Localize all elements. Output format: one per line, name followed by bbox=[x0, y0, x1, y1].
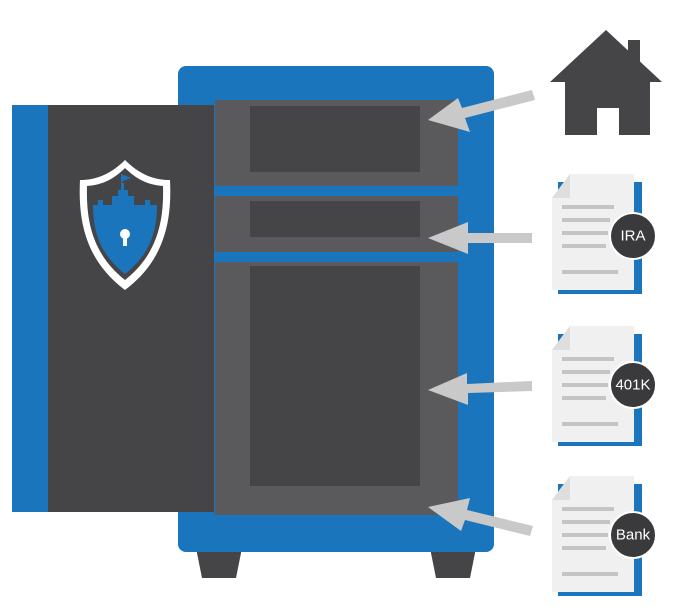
arrow-icon bbox=[428, 90, 535, 132]
arrow-icon bbox=[428, 373, 532, 405]
arrows bbox=[428, 90, 535, 536]
shelf-1 bbox=[215, 186, 458, 196]
document-ira: IRA bbox=[552, 174, 657, 294]
arrow-icon bbox=[428, 222, 532, 254]
document-label: Bank bbox=[616, 527, 651, 544]
compartment-bottom bbox=[250, 266, 420, 486]
door-edge bbox=[12, 105, 50, 512]
arrow-icon bbox=[428, 498, 533, 536]
document-bank: Bank bbox=[552, 476, 657, 596]
compartment-top bbox=[250, 106, 420, 172]
compartment-middle bbox=[250, 201, 420, 237]
document-label: IRA bbox=[620, 228, 645, 245]
safe-foot-left bbox=[196, 548, 242, 578]
document-401k: 401K bbox=[552, 326, 657, 446]
safe-foot-right bbox=[430, 548, 476, 578]
document-label: 401K bbox=[615, 377, 650, 394]
shelf-2 bbox=[215, 252, 458, 262]
shield-castle-keyhole-icon bbox=[79, 160, 171, 290]
house-icon bbox=[550, 30, 662, 135]
